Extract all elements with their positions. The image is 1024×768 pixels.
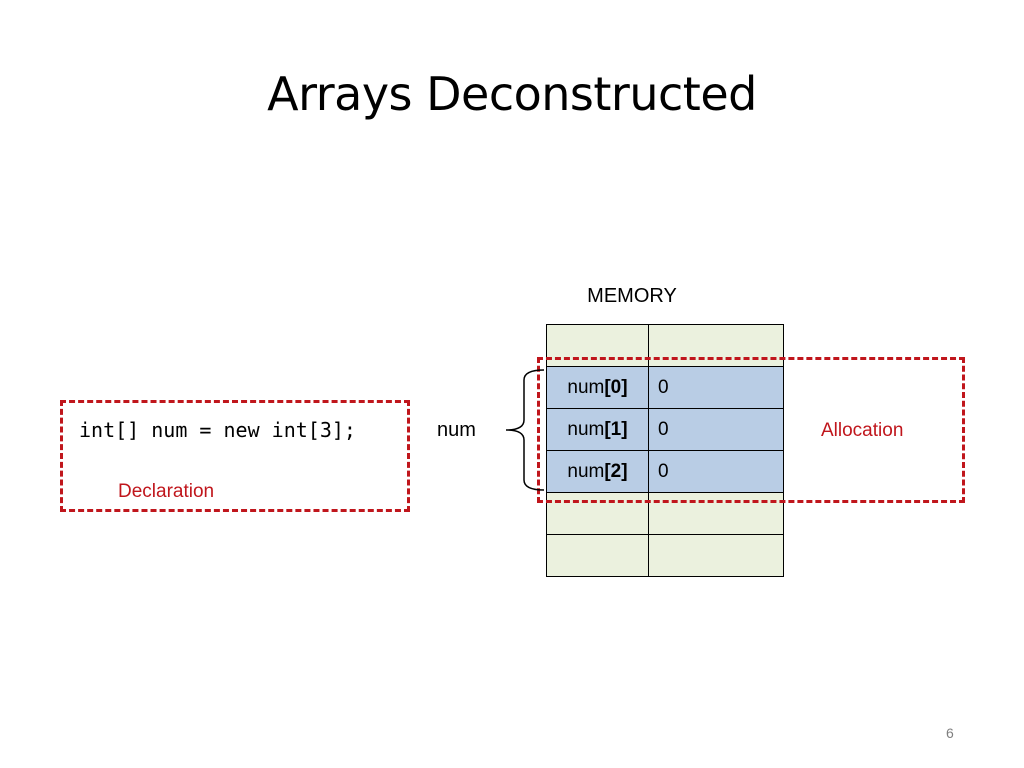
memory-row-num-1: num[1] 0 [546,408,784,451]
memory-row-free [546,492,784,535]
element-name: num [567,418,605,440]
memory-row-free [546,534,784,577]
element-name: num [567,376,605,398]
curly-brace-icon [505,369,545,491]
allocation-dashed-box [537,357,965,503]
memory-value-cell: 0 [648,366,784,409]
memory-name-cell [546,492,649,535]
declaration-label: Declaration [118,481,215,502]
memory-name-cell [546,534,649,577]
memory-row-num-2: num[2] 0 [546,450,784,493]
element-index: [0] [604,376,628,398]
variable-label: num [437,419,476,441]
element-name: num [567,460,605,482]
memory-name-cell: num[0] [546,366,649,409]
allocation-label: Allocation [821,420,904,441]
memory-name-cell: num[1] [546,408,649,451]
memory-name-cell: num[2] [546,450,649,493]
memory-value-cell: 0 [648,450,784,493]
code-statement: int[] num = new int[3]; [79,418,356,442]
memory-value-cell: 0 [648,408,784,451]
page-number: 6 [946,725,954,741]
memory-value-cell [648,492,784,535]
element-index: [2] [604,460,628,482]
element-index: [1] [604,418,628,440]
memory-label: MEMORY [587,285,677,307]
slide-title: Arrays Deconstructed [267,67,757,121]
memory-value-cell [648,534,784,577]
declaration-dashed-box [60,400,410,512]
memory-row-num-0: num[0] 0 [546,366,784,409]
